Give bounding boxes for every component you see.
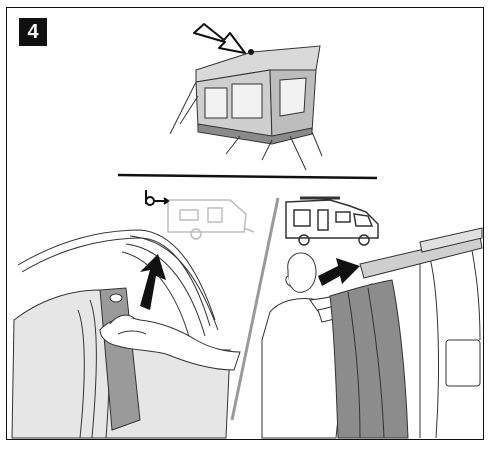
rail-entry-icon xyxy=(146,190,168,205)
motorhome-icon xyxy=(286,198,378,245)
section-divider xyxy=(118,175,377,178)
push-right-arrow-icon xyxy=(318,258,360,286)
caravan-icon xyxy=(168,200,254,239)
awning-illustration xyxy=(170,46,322,170)
awning-fabric-right xyxy=(330,280,408,438)
motorhome-side xyxy=(420,240,480,438)
pointer-arrow-icon xyxy=(194,24,245,53)
